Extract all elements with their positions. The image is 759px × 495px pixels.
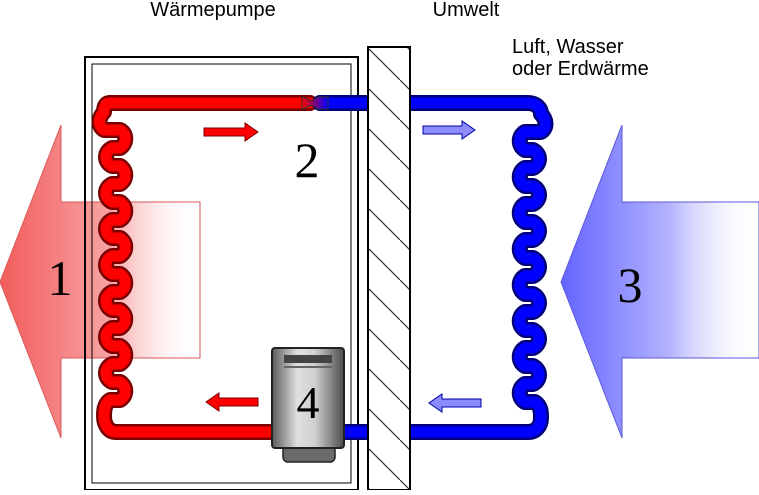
cold-circuit [312,95,554,440]
marker-1: 1 [48,250,73,306]
heat-output-arrow [0,124,201,439]
marker-3: 3 [618,257,643,313]
marker-4: 4 [297,377,320,428]
flow-arrow-top-hot [203,122,259,142]
hot-circuit [91,95,318,440]
wall [367,46,411,491]
marker-2: 2 [295,132,320,188]
label-heat-pump: Wärmepumpe [150,0,276,21]
heat-pump-housing-inner [91,63,352,484]
flow-arrow-top-cold [422,120,476,140]
expansion-valve [301,96,329,110]
compressor [271,347,345,463]
heat-input-arrow [560,124,759,439]
label-source-line2: oder Erdwärme [512,58,649,80]
flow-arrow-bottom-cold [428,393,482,413]
label-source-line1: Luft, Wasser [512,36,624,58]
flow-arrow-bottom-hot [205,392,259,412]
label-environment: Umwelt [433,0,500,21]
